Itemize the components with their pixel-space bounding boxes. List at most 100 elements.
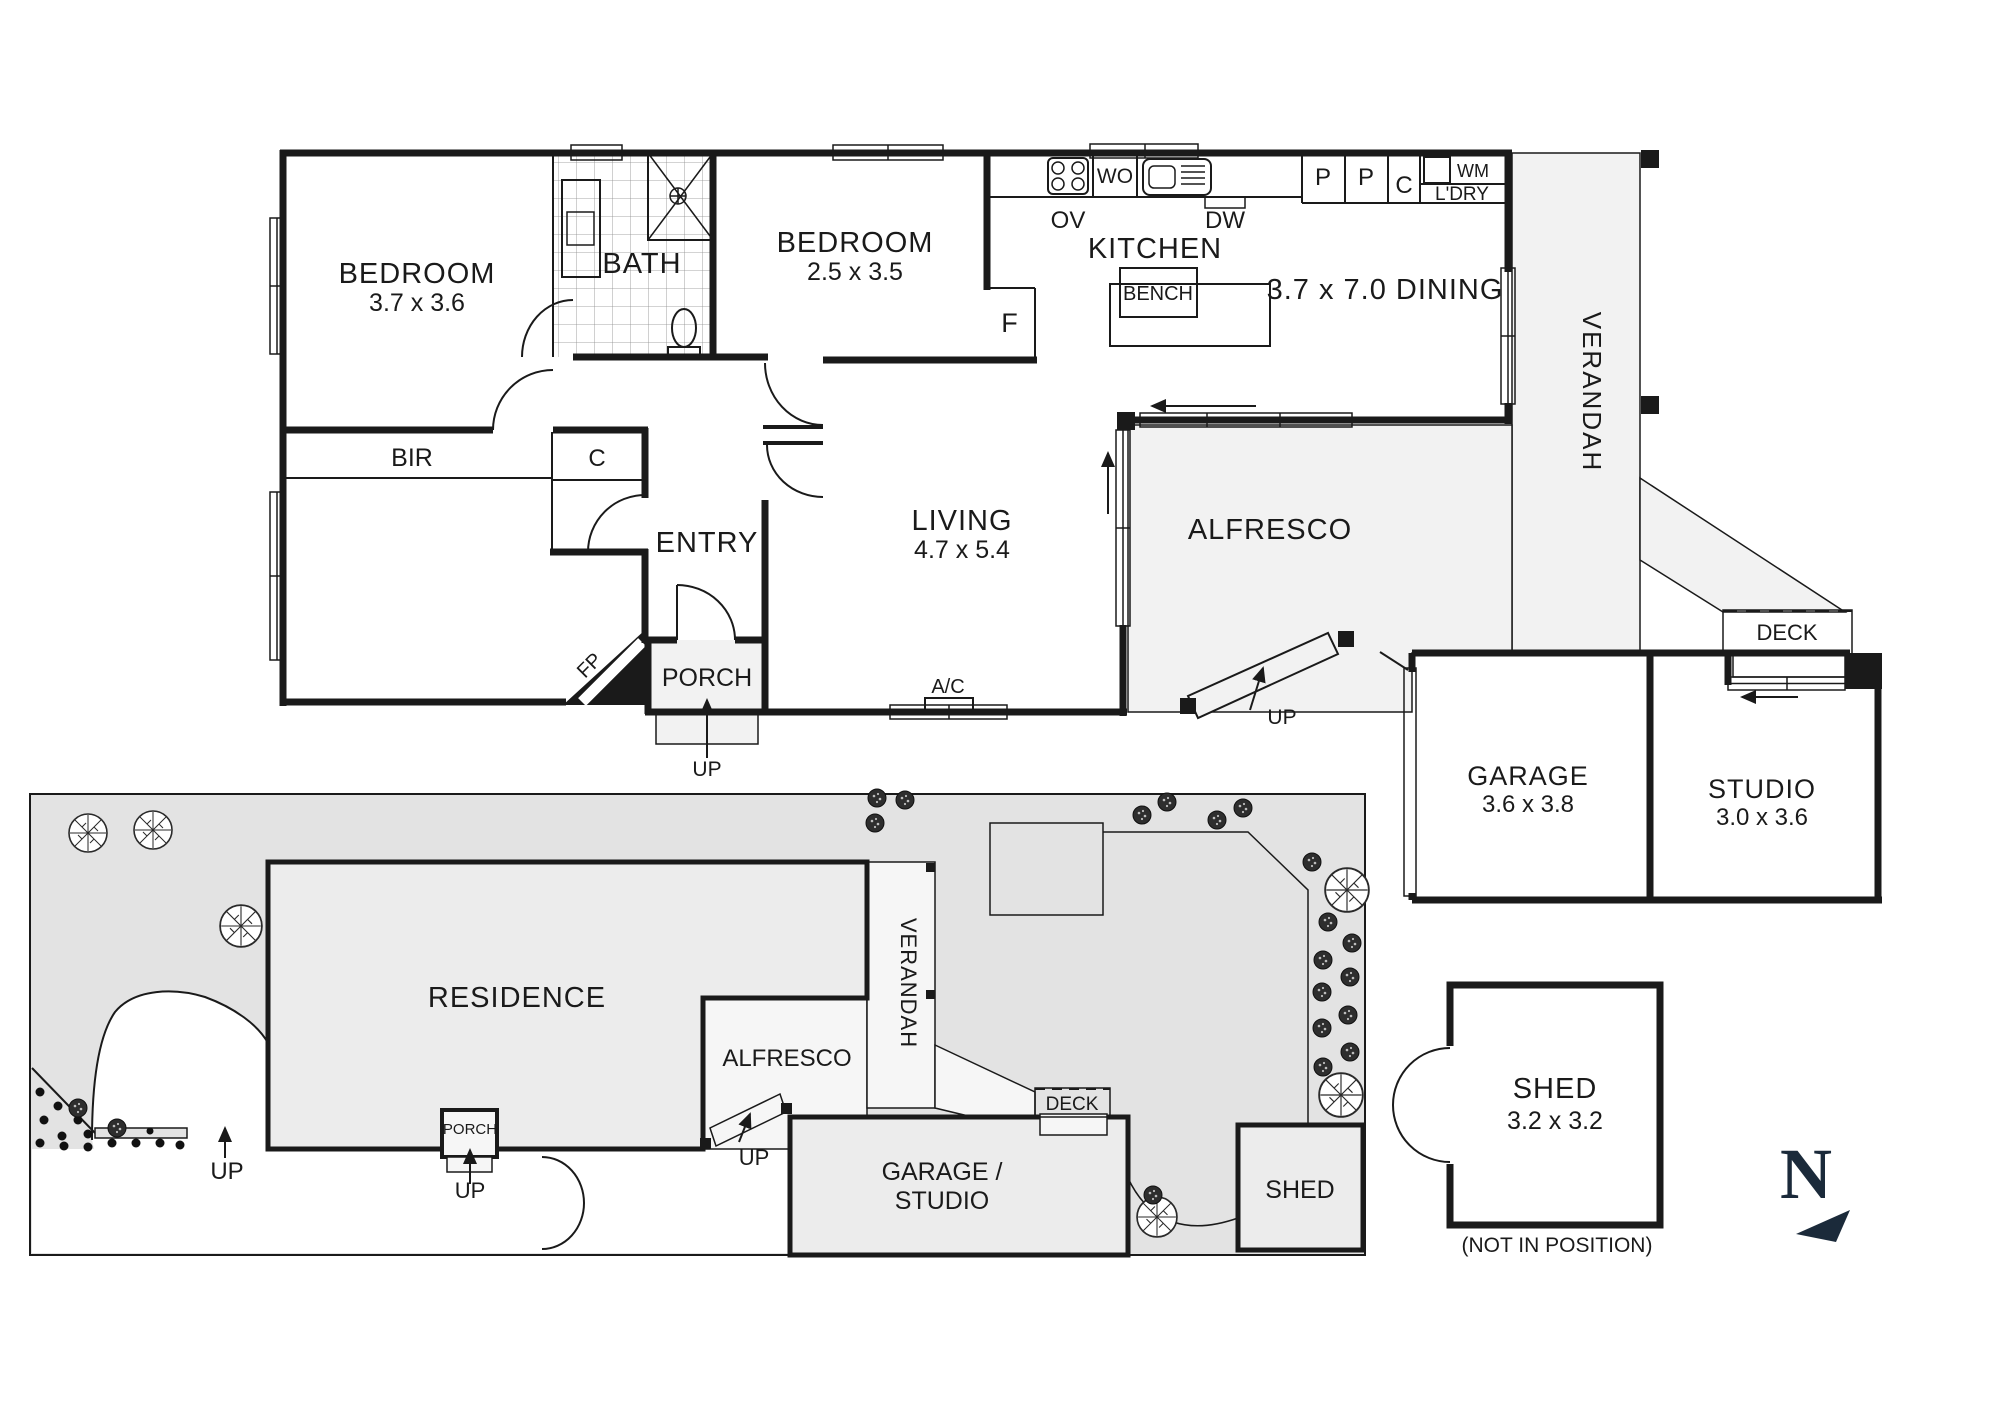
dining-label: 3.7 x 7.0 DINING — [1267, 274, 1504, 306]
shed-door-opening — [1443, 1046, 1457, 1164]
north-arrow-icon: N — [1780, 1134, 1850, 1242]
shrub-icon — [1143, 1185, 1163, 1205]
bench-label: BENCH — [1123, 283, 1193, 305]
site-deck-label: DECK — [1046, 1094, 1099, 1115]
driveway-edge — [91, 990, 269, 1141]
sink — [1142, 158, 1212, 196]
shrub-icon — [1342, 933, 1362, 953]
bath-label: BATH — [602, 248, 681, 280]
studio-dims: 3.0 x 3.6 — [1716, 804, 1808, 831]
garage-dims: 3.6 x 3.8 — [1482, 791, 1574, 818]
oven-label: OV — [1051, 207, 1086, 234]
paved-slab — [989, 822, 1104, 916]
kitchen-bench-island — [1109, 267, 1271, 347]
verandah-area — [1511, 152, 1641, 654]
fridge-niche — [987, 287, 1036, 358]
tree-icon — [1318, 1072, 1364, 1118]
wall-oven-compartment — [1092, 153, 1138, 197]
living-label: LIVING — [911, 505, 1012, 537]
site-porch-up-label: UP — [455, 1178, 486, 1203]
garage-wing-wall — [1379, 651, 1409, 671]
site-deck-landing — [1039, 1113, 1108, 1136]
verandah-deck-ramp — [1639, 476, 1848, 613]
bir-closet-lines — [285, 432, 645, 552]
site-shed — [1235, 1122, 1366, 1253]
shrub-icon — [1207, 810, 1227, 830]
shrub-icon — [107, 1118, 127, 1138]
posts — [1117, 150, 1882, 714]
site-shed-label: SHED — [1265, 1176, 1334, 1204]
site-porch-label: PORCH — [443, 1121, 497, 1138]
shrub-icon — [1157, 792, 1177, 812]
garage-label: GARAGE — [1467, 761, 1589, 791]
garden-bed — [31, 1067, 188, 1152]
wm-label: WM — [1457, 161, 1489, 181]
shrub-icon — [1318, 912, 1338, 932]
site-residence — [265, 859, 870, 1152]
pantry2-label: P — [1358, 164, 1374, 191]
porch-up-label: UP — [692, 758, 721, 781]
ldry-label: L'DRY — [1435, 184, 1489, 205]
closet-hall-label: C — [588, 445, 605, 472]
bir-label: BIR — [391, 444, 433, 472]
cooktop — [1047, 157, 1089, 195]
north-pointer — [1796, 1210, 1850, 1242]
dishwasher-label: DW — [1205, 207, 1245, 234]
site-posts — [700, 863, 935, 1149]
north-label: N — [1780, 1134, 1832, 1214]
bedroom1-label: BEDROOM — [339, 258, 496, 290]
shrub-icon — [1132, 805, 1152, 825]
shrub-icon — [867, 788, 887, 808]
shed-detail: SHED 3.2 x 3.2 (NOT IN POSITION) — [1392, 981, 1664, 1257]
site-alfresco-label: ALFRESCO — [722, 1045, 851, 1072]
deck-landing — [1732, 654, 1846, 678]
hall-doorway-stubs — [763, 425, 823, 445]
site-gate — [541, 1156, 585, 1250]
dishwasher — [1204, 196, 1246, 209]
direction-arrows — [700, 399, 1798, 758]
bedroom2-dims: 2.5 x 3.5 — [807, 258, 903, 286]
driveway — [92, 991, 268, 1149]
shed-detail-outline — [1446, 981, 1664, 1229]
shed-detail-note: (NOT IN POSITION) — [1462, 1234, 1653, 1257]
site-ramp-up-label: UP — [739, 1145, 770, 1170]
living-dims: 4.7 x 5.4 — [914, 536, 1010, 564]
site-verandah-label: VERANDAH — [896, 918, 921, 1048]
site-plan: RESIDENCE ALFRESCO VERANDAH PORCH UP UP … — [29, 788, 1370, 1258]
ac-label: A/C — [931, 676, 964, 698]
site-arrows — [218, 1112, 752, 1184]
site-garage-studio-label-2: STUDIO — [895, 1187, 989, 1215]
tree-icon — [1324, 867, 1370, 913]
vanity — [561, 179, 601, 278]
pantry-laundry-band — [1301, 153, 1508, 204]
tree-icon — [219, 904, 263, 948]
shrub-icon — [895, 790, 915, 810]
wall-oven-label: WO — [1097, 165, 1133, 188]
washing-machine — [1423, 156, 1451, 184]
closet-ldry-label: C — [1395, 172, 1412, 199]
ramp-up-label: UP — [1267, 706, 1296, 729]
verandah-label: VERANDAH — [1577, 312, 1607, 472]
pantry1-label: P — [1315, 164, 1331, 191]
deck-label: DECK — [1756, 620, 1817, 645]
site-verandah-area — [866, 861, 936, 1109]
kitchen-label: KITCHEN — [1088, 233, 1222, 265]
shrub-icon — [1313, 1057, 1333, 1077]
shrub-icon — [1312, 1018, 1332, 1038]
shrub-icon — [68, 1098, 88, 1118]
windows — [269, 143, 1846, 897]
shed-detail-label: SHED — [1513, 1073, 1598, 1105]
front-yard — [32, 1149, 790, 1253]
shrub-icon — [1340, 1042, 1360, 1062]
alfresco-label: ALFRESCO — [1188, 514, 1352, 546]
bedroom1-dims: 3.7 x 3.6 — [369, 289, 465, 317]
alfresco-area — [1127, 424, 1513, 713]
porch-label: PORCH — [662, 664, 752, 692]
shrub-icon — [1233, 798, 1253, 818]
site-garage-studio — [787, 1114, 1131, 1258]
site-driveway-up-label: UP — [210, 1158, 243, 1185]
fireplace — [563, 630, 646, 706]
garage-door — [1403, 667, 1417, 897]
